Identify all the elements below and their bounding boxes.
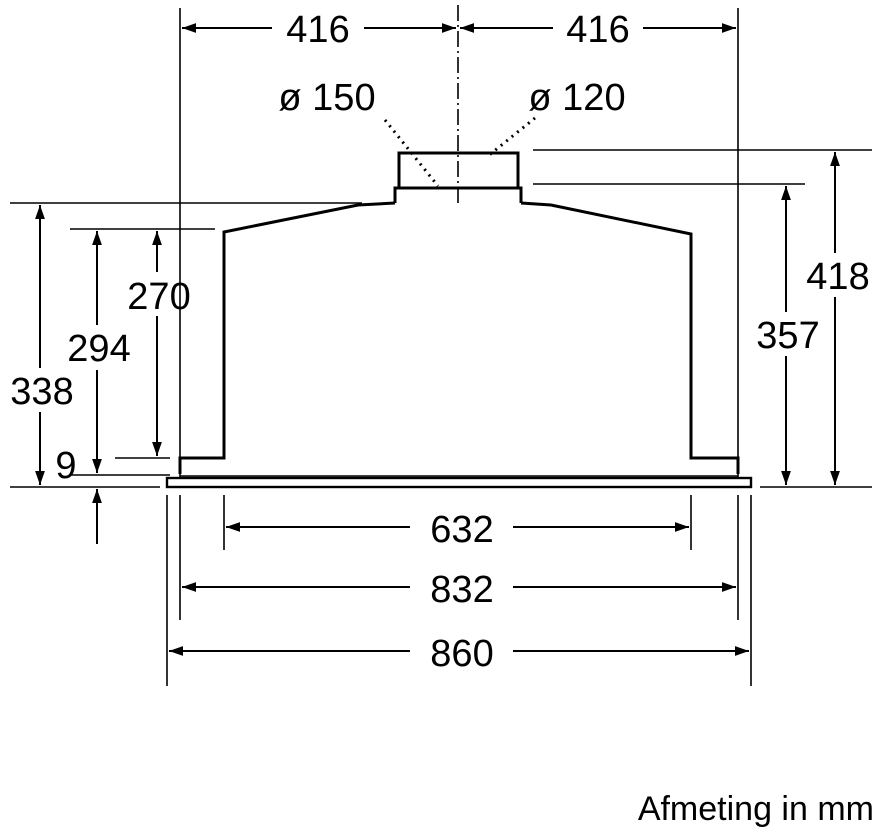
hood-outline: [165, 151, 753, 489]
hood-body: [178, 201, 740, 474]
label-height-338: 338: [10, 371, 73, 413]
duct-collar: [397, 151, 520, 188]
label-height-357: 357: [756, 315, 819, 357]
label-top-left-416: 416: [286, 9, 349, 51]
leader-dia-120: [487, 116, 536, 158]
label-height-9: 9: [55, 445, 76, 487]
label-top-right-416: 416: [566, 9, 629, 51]
label-width-860: 860: [430, 633, 493, 675]
leader-dia-150: [383, 119, 440, 187]
label-dia-150: ø 150: [278, 77, 375, 119]
label-dia-120: ø 120: [528, 77, 625, 119]
label-width-832: 832: [430, 569, 493, 611]
label-height-270: 270: [127, 276, 190, 318]
extension-lines: [10, 8, 872, 686]
unit-caption: Afmeting in mm: [638, 790, 874, 828]
label-height-294: 294: [67, 328, 130, 370]
duct-base: [393, 186, 523, 203]
label-height-418: 418: [806, 256, 869, 298]
dimension-lines: [35, 23, 840, 656]
label-width-632: 632: [430, 509, 493, 551]
bottom-plate: [165, 476, 753, 489]
